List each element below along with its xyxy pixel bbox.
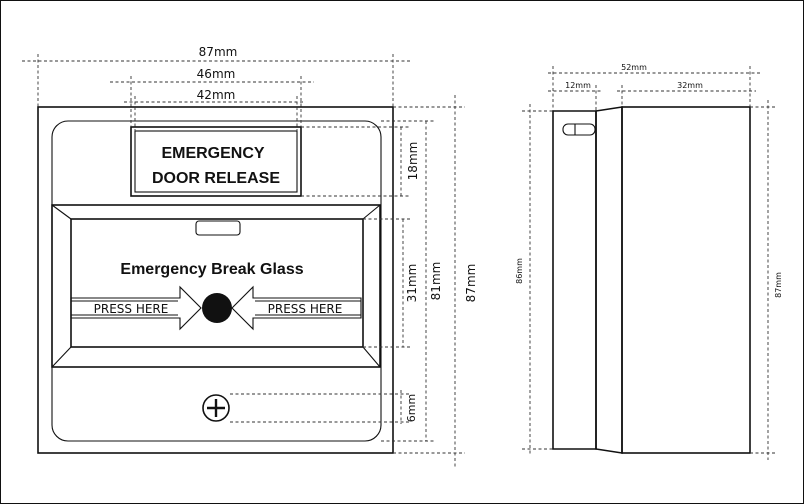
sign-line-2: DOOR RELEASE [152, 170, 280, 187]
housing-outline [37, 106, 394, 454]
dim-height-glass: 31mm [405, 264, 419, 303]
bevel-tr [362, 204, 381, 220]
side-bezel [552, 110, 597, 450]
side-body [621, 106, 751, 454]
press-arrow-left [70, 285, 202, 331]
dim-height-sign: 18mm [406, 142, 420, 181]
dim-height-screw: 6mm [405, 394, 418, 422]
key-slot [195, 220, 241, 236]
dim-width-sign-inner: 42mm [197, 88, 236, 102]
face-plate [51, 120, 382, 442]
dim-height-inner: 81mm [429, 262, 443, 301]
press-here-left: PRESS HERE [94, 302, 169, 316]
screw-icon [202, 394, 230, 422]
glass-title: Emergency Break Glass [120, 261, 303, 278]
press-arrow-right [231, 285, 362, 331]
dim-width-sign-outer: 46mm [197, 67, 236, 81]
glass-frame-outer [51, 204, 381, 368]
sign-box-inner [134, 130, 298, 193]
front-view: EMERGENCY DOOR RELEASE Emergency Break G… [37, 106, 394, 454]
side-view [552, 106, 751, 454]
sign-box-outer [130, 126, 302, 197]
dim-depth-front: 12mm [565, 81, 591, 90]
bevel-tl [51, 204, 72, 220]
dim-height-left: 86mm [515, 258, 524, 284]
front-dimensions-horizontal: 87mm 46mm 42mm [22, 45, 410, 131]
bevel-br [362, 346, 381, 368]
dim-height-right: 87mm [774, 272, 783, 298]
dim-depth-total: 52mm [621, 63, 647, 72]
side-dimensions: 52mm 12mm 32mm 86mm 87mm [515, 63, 783, 460]
bevel-bl [51, 346, 72, 368]
dim-height-total: 87mm [464, 264, 478, 303]
front-dimensions-vertical: 18mm 31mm 81mm 87mm 6mm [230, 95, 478, 468]
glass-pane [70, 218, 364, 348]
dim-depth-back: 32mm [677, 81, 703, 90]
press-point-dot [202, 293, 232, 323]
press-here-right: PRESS HERE [268, 302, 343, 316]
dim-width-total: 87mm [199, 45, 238, 59]
sign-line-1: EMERGENCY [161, 145, 264, 162]
side-key-slot [562, 123, 596, 136]
side-taper [595, 106, 623, 454]
